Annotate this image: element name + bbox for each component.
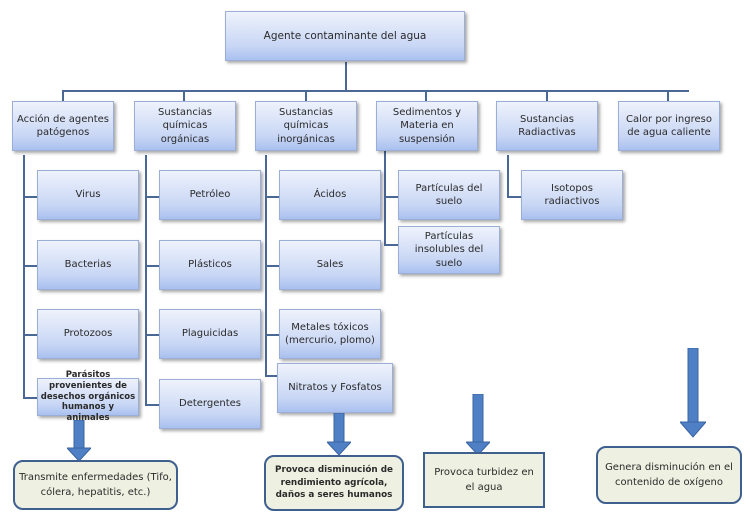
item-particulas-insolubles: Partículas insolubles del suelo [398,226,500,274]
connector [265,265,279,267]
arrow-down-icon [67,420,91,462]
effect-agriculture: Provoca disminución de rendimiento agríc… [264,455,404,511]
connector [145,265,159,267]
item-particulas-suelo: Partículas del suelo [398,170,500,220]
item-metales: Metales tóxicos (mercurio, plomo) [279,309,381,359]
item-plasticos: Plásticos [159,240,261,290]
item-sales: Sales [279,240,381,290]
arrow-down-icon [680,348,706,438]
item-isotopos: Isotopos radiactivos [521,170,623,220]
effect-turbidity: Provoca turbidez en el agua [423,452,545,508]
item-bacterias: Bacterias [37,240,139,290]
connector [23,265,37,267]
item-acidos: Ácidos [279,170,381,220]
root-node: Agente contaminante del agua [225,11,465,61]
connector [265,334,279,336]
connector [507,196,521,198]
connector [546,90,548,102]
connector [145,404,159,406]
item-nitratos: Nitratos y Fosfatos [277,363,393,413]
arrow-down-icon [327,413,351,456]
effect-oxygen: Genera disminución en el contenido de ox… [596,446,742,504]
item-petroleo: Petróleo [159,170,261,220]
connector [384,150,386,246]
connector [23,397,37,399]
connector [145,155,147,406]
category-pathogens: Acción de agentes patógenos [12,101,114,151]
arrow-down-icon [466,394,490,456]
connector [384,196,398,198]
connector [62,90,689,92]
connector [23,196,37,198]
category-radioactive: Sustancias Radiactivas [496,101,598,151]
connector [23,334,37,336]
connector [305,90,307,102]
connector [145,334,159,336]
connector [265,196,279,198]
connector [507,155,509,198]
connector [23,155,25,399]
item-parasitos: Parásitos provenientes de desechos orgán… [37,370,139,423]
category-heat: Calor por ingreso de agua caliente [618,101,720,151]
connector [667,90,669,102]
item-plaguicidas: Plaguicidas [159,309,261,359]
connector [265,375,279,377]
category-sediments: Sedimentos y Materia en suspensión [376,101,478,151]
connector [425,90,427,102]
item-protozoos: Protozoos [37,309,139,359]
category-inorganic: Sustancias químicas inorgánicas [255,101,357,151]
connector [62,90,64,102]
effect-disease: Transmite enfermedades (Tifo, cólera, he… [13,460,178,510]
item-virus: Virus [37,170,139,220]
connector [345,62,347,92]
connector [183,90,185,102]
category-organic: Sustancias químicas orgánicas [134,101,236,151]
connector [145,196,159,198]
connector [384,244,398,246]
item-detergentes: Detergentes [159,379,261,429]
